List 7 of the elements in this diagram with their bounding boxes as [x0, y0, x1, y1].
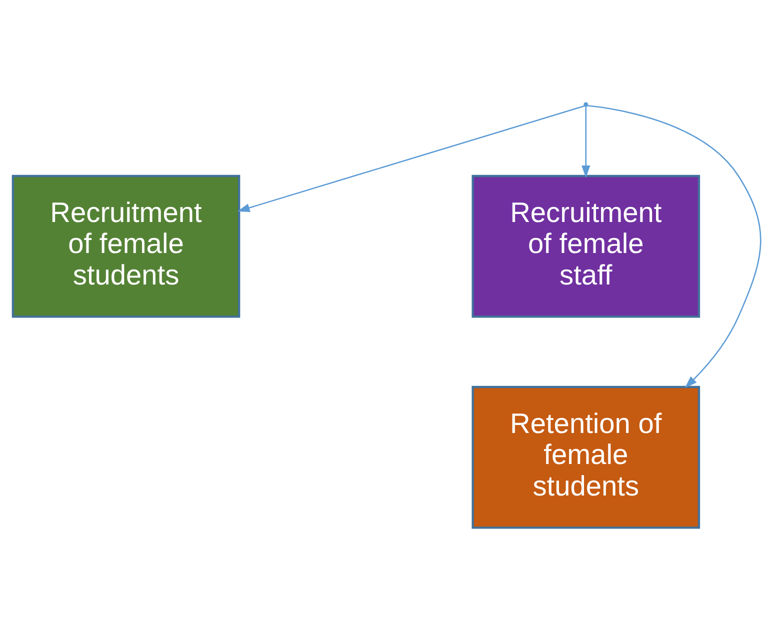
node-box: Recruitment of female staff — [472, 174, 700, 318]
node-point — [584, 102, 588, 107]
arrow — [237, 105, 586, 212]
arrow — [586, 104, 762, 388]
arrow — [582, 106, 590, 178]
node-box: Recruitment of female students — [12, 174, 240, 318]
node-box: Retention of female students — [472, 386, 700, 529]
